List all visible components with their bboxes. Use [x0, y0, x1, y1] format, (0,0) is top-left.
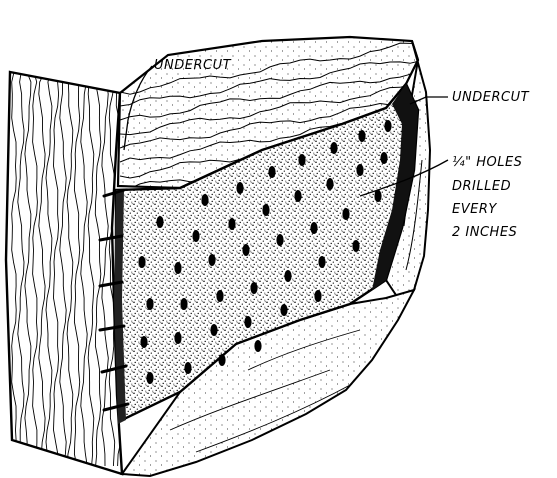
holes-note-line-2: DRILLED: [452, 179, 511, 194]
undercut-label-right: UNDERCUT: [452, 90, 530, 105]
drilled-hole: [310, 222, 317, 234]
drilled-hole: [314, 290, 321, 302]
drilled-hole: [228, 218, 235, 230]
drilled-hole: [298, 154, 305, 166]
holes-note-line-3: EVERY: [452, 202, 497, 217]
drilled-hole: [146, 372, 153, 384]
holes-note: ¼" HOLES DRILLED EVERY 2 INCHES: [452, 155, 522, 240]
drilled-hole: [174, 332, 181, 344]
drilled-hole: [352, 240, 359, 252]
drilled-hole: [262, 204, 269, 216]
drilled-hole: [140, 336, 147, 348]
drilled-hole: [210, 324, 217, 336]
drilled-hole: [380, 152, 387, 164]
undercut-label-top: UNDERCUT: [154, 58, 232, 73]
drilled-hole: [201, 194, 208, 206]
drilled-hole: [242, 244, 249, 256]
drilled-hole: [342, 208, 349, 220]
drilled-hole: [358, 130, 365, 142]
drilled-hole: [318, 256, 325, 268]
drilled-hole: [356, 164, 363, 176]
drilled-hole: [254, 340, 261, 352]
drilled-hole: [216, 290, 223, 302]
front-face: [6, 72, 122, 474]
drilled-hole: [174, 262, 181, 274]
drilled-hole: [326, 178, 333, 190]
holes-note-line-1: ¼" HOLES: [452, 155, 522, 170]
drilled-hole: [146, 298, 153, 310]
drilled-hole: [330, 142, 337, 154]
drilled-hole: [236, 182, 243, 194]
holes-note-line-4: 2 INCHES: [452, 225, 517, 240]
drilled-hole: [184, 362, 191, 374]
drilled-hole: [276, 234, 283, 246]
drilled-hole: [280, 304, 287, 316]
drilled-hole: [138, 256, 145, 268]
drilled-hole: [180, 298, 187, 310]
drilled-hole: [208, 254, 215, 266]
drilled-hole: [268, 166, 275, 178]
drilled-hole: [384, 120, 391, 132]
drilled-hole: [284, 270, 291, 282]
drilled-hole: [218, 354, 225, 366]
drilled-hole: [192, 230, 199, 242]
drilled-hole: [156, 216, 163, 228]
drilled-hole: [374, 190, 381, 202]
drilled-hole: [250, 282, 257, 294]
drilled-hole: [244, 316, 251, 328]
drilled-hole: [294, 190, 301, 202]
